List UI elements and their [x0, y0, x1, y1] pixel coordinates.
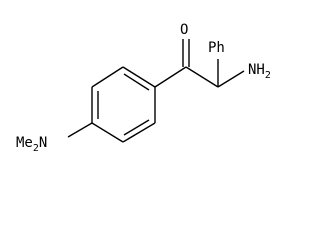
phenyl-label: Ph — [208, 40, 225, 56]
ring-to-dimethylamino-bond — [67, 122, 93, 138]
dimethylamino-group-label: Me2N — [16, 135, 47, 154]
structure-diagram: O Ph NH2 Me2N — [16, 22, 271, 154]
dimethylamino-prefix-label: Me — [16, 135, 33, 151]
ring-double-bond-a — [123, 73, 150, 91]
ring-bond-4 — [91, 122, 124, 143]
side-chain — [67, 39, 245, 138]
dimethylamino-subscript: 2 — [33, 143, 39, 154]
amino-subscript: 2 — [265, 70, 271, 81]
ring-bond-3 — [122, 122, 156, 143]
dimethylamino-n-label: N — [39, 135, 47, 151]
ring-bond-6 — [91, 66, 124, 88]
amino-n-label: NH — [248, 62, 265, 78]
ring-to-carbonyl-bond — [154, 66, 187, 88]
alpha-to-amino-bond — [217, 70, 245, 88]
oxygen-label: O — [180, 22, 188, 38]
benzene-ring — [91, 66, 156, 143]
carbonyl-to-alpha-bond — [185, 66, 219, 88]
amino-group-label: NH2 — [248, 62, 271, 81]
ring-double-bond-b — [123, 119, 150, 136]
ring-bond-1 — [122, 66, 156, 88]
